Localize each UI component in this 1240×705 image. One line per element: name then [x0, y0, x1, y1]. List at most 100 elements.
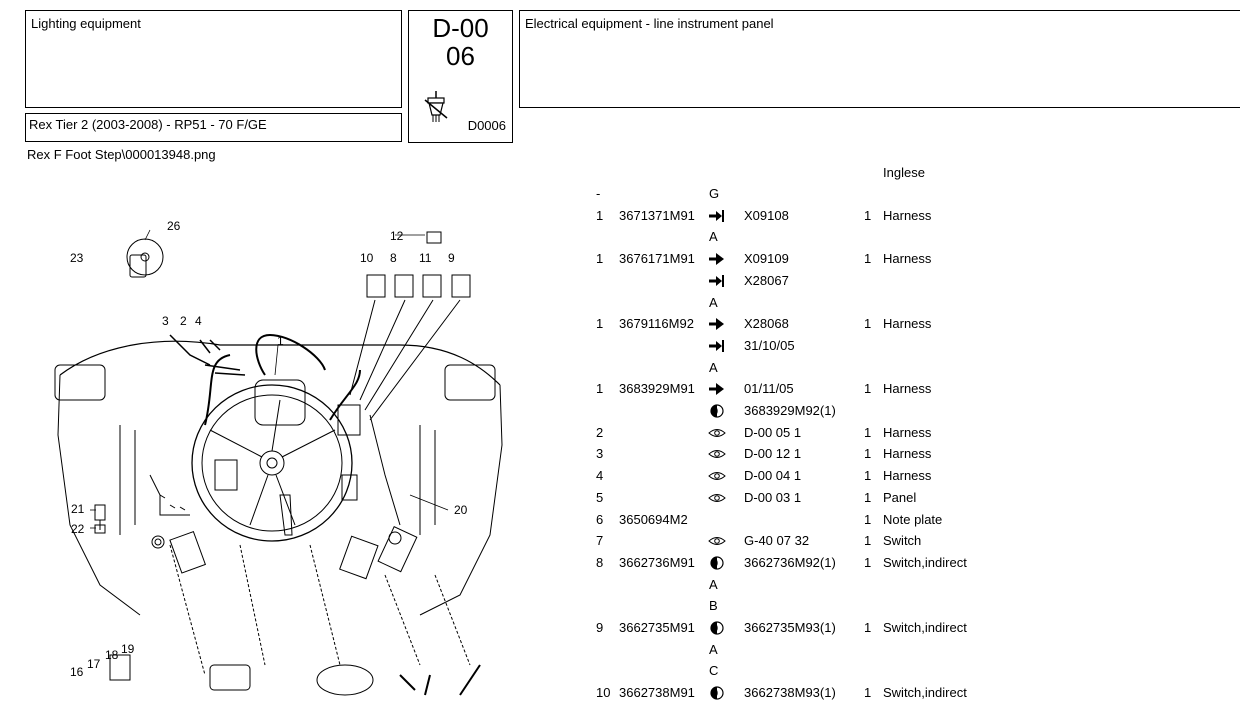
item-number: 1 [596, 316, 604, 332]
quantity: 1 [864, 511, 872, 527]
diagram-label-20: 20 [454, 503, 468, 517]
half-circle-icon [710, 621, 724, 635]
variant-flag: A [709, 576, 718, 592]
reference: X28068 [744, 316, 789, 332]
parts-row: -G [0, 186, 1240, 206]
quantity: 1 [864, 251, 872, 267]
diagram-label-19: 19 [121, 642, 135, 656]
reference: 3662736M92(1) [744, 554, 836, 570]
diagram-label-8: 8 [390, 251, 397, 265]
part-number: 3676171M91 [619, 251, 695, 267]
reference: X28067 [744, 272, 789, 288]
parts-row: 1 3676171M91 X09109 1 Harness [0, 251, 1240, 271]
diagram-label-22: 22 [71, 522, 85, 536]
diagram-label-2: 2 [180, 314, 187, 328]
parts-row: 31/10/05 [0, 338, 1240, 358]
description-title: Electrical equipment - line instrument p… [525, 16, 774, 31]
reference: G-40 07 32 [744, 533, 810, 549]
reference: D-00 12 1 [744, 446, 802, 462]
part-description: Switch [883, 533, 922, 549]
part-description: Panel [883, 489, 917, 505]
page-code-box: D-00 06 D0006 [408, 10, 513, 143]
part-description: Harness [883, 468, 932, 484]
language-label: Inglese [883, 165, 925, 180]
model-box: Rex Tier 2 (2003-2008) - RP51 - 70 F/GE [25, 113, 402, 142]
item-number: 1 [596, 381, 604, 397]
half-circle-icon [710, 404, 724, 418]
part-description: Harness [883, 424, 932, 440]
parts-row: 3683929M92(1) [0, 403, 1240, 423]
eye-icon [708, 472, 726, 481]
section-title: Lighting equipment [31, 16, 141, 31]
part-number: 3671371M91 [619, 207, 695, 223]
quantity: 1 [864, 207, 872, 223]
arrow-right-icon [709, 383, 724, 396]
reference: X09109 [744, 251, 789, 267]
reference: X09108 [744, 207, 789, 223]
page-code-ref: D0006 [467, 118, 506, 133]
section-title-box: Lighting equipment [25, 10, 402, 108]
parts-row: B [0, 598, 1240, 618]
diagram-label-26: 26 [167, 219, 181, 233]
page-code-line2: 06 [446, 41, 475, 71]
parts-row: 5 D-00 03 1 1 Panel [0, 490, 1240, 510]
arrow-bar-icon [709, 209, 724, 222]
diagram-label-4: 4 [195, 314, 202, 328]
half-circle-icon [710, 556, 724, 570]
diagram-label-3: 3 [162, 314, 169, 328]
arrow-right-icon [709, 253, 724, 266]
part-description: Harness [883, 316, 932, 332]
part-number: 3662736M91 [619, 554, 695, 570]
item-number: 3 [596, 446, 604, 462]
quantity: 1 [864, 620, 872, 635]
reference: D-00 03 1 [744, 489, 802, 505]
item-number: 9 [596, 620, 604, 635]
image-file-name: Rex F Foot Step\000013948.png [27, 147, 216, 162]
part-description: Harness [883, 446, 932, 462]
item-number: 2 [596, 424, 604, 440]
item-number: 1 [596, 207, 604, 223]
item-number: 5 [596, 489, 604, 505]
reference: 3662735M93(1) [744, 620, 836, 635]
arrow-bar-icon [709, 274, 724, 287]
reference: 3683929M92(1) [744, 403, 836, 418]
part-description: Switch,indirect [883, 554, 967, 570]
reference: 3662738M93(1) [744, 685, 836, 701]
parts-row: A [0, 642, 1240, 662]
diagram-label-16: 16 [70, 665, 84, 679]
item-number: 1 [596, 251, 604, 267]
variant-flag: A [709, 359, 718, 375]
reference: 31/10/05 [744, 337, 795, 353]
item-number: 7 [596, 533, 604, 549]
quantity: 1 [864, 316, 872, 332]
variant-flag: C [709, 663, 719, 679]
parts-row: X28067 [0, 273, 1240, 293]
part-description: Switch,indirect [883, 620, 967, 635]
arrow-right-icon [709, 318, 724, 331]
parts-row: C [0, 663, 1240, 683]
part-number: 3683929M91 [619, 381, 695, 397]
reference: 01/11/05 [744, 381, 794, 397]
page-code: D-00 06 [409, 14, 512, 70]
diagram-label-12: 12 [390, 229, 404, 243]
parts-row: A [0, 360, 1240, 380]
part-description: Harness [883, 251, 932, 267]
diagram-label-18: 18 [105, 648, 119, 662]
half-circle-icon [710, 686, 724, 700]
variant-flag: B [709, 598, 718, 614]
arrow-bar-icon [709, 339, 724, 352]
quantity: 1 [864, 685, 872, 701]
quantity: 1 [864, 489, 872, 505]
part-description: Note plate [883, 511, 943, 527]
item-number: - [596, 186, 601, 201]
diagram-label-1: 1 [277, 334, 284, 348]
eye-icon [708, 450, 726, 459]
diagram-label-9: 9 [448, 251, 455, 265]
